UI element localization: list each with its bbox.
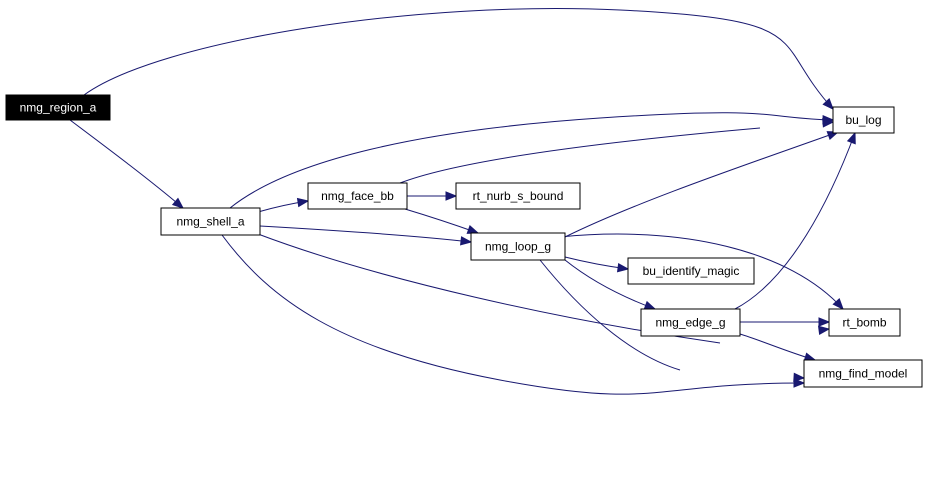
node-nmg-face-bb[interactable]: nmg_face_bb — [307, 182, 408, 210]
arrowhead-icon — [832, 298, 844, 311]
edges-layer — [69, 8, 856, 395]
edge-nmg-edge-g-to-rt-bomb — [740, 317, 831, 327]
arrowhead-icon — [818, 317, 831, 327]
arrowhead-icon — [460, 236, 473, 246]
node-label: nmg_loop_g — [485, 240, 551, 254]
edge-line — [734, 132, 856, 310]
edge-nmg-loop-g-to-nmg-find-model — [539, 259, 806, 383]
arrowhead-icon — [822, 118, 835, 128]
arrowhead-icon — [643, 300, 657, 310]
edge-line — [559, 233, 844, 310]
edge-line — [69, 119, 184, 209]
edge-nmg-edge-g-to-bu-log — [734, 131, 856, 310]
edge-line — [229, 112, 834, 209]
arrowhead-icon — [793, 378, 806, 388]
node-label: nmg_region_a — [20, 101, 97, 115]
edge-nmg-region-a-to-bu-log — [83, 8, 834, 110]
arrowhead-icon — [793, 372, 806, 383]
node-label: bu_log — [845, 113, 881, 127]
node-label: nmg_shell_a — [176, 215, 244, 229]
node-label: nmg_face_bb — [321, 189, 394, 203]
edge-nmg-face-bb-to-nmg-loop-g — [404, 208, 480, 234]
arrowhead-icon — [466, 225, 480, 234]
edge-nmg-shell-a-to-nmg-loop-g — [259, 225, 473, 246]
edge-line — [564, 131, 839, 238]
node-rt-nurb-s-bound[interactable]: rt_nurb_s_bound — [455, 182, 581, 210]
edge-nmg-shell-a-to-nmg-find-model — [221, 234, 806, 395]
edge-nmg-loop-g-to-bu-log — [564, 131, 840, 238]
edge-nmg-face-bb-to-bu-log — [399, 118, 835, 184]
node-label: nmg_edge_g — [655, 316, 725, 330]
arrowhead-icon — [817, 325, 831, 336]
node-nmg-loop-g[interactable]: nmg_loop_g — [470, 232, 566, 261]
arrowhead-icon — [616, 262, 630, 273]
node-nmg-find-model[interactable]: nmg_find_model — [803, 359, 923, 388]
edge-line — [221, 234, 805, 395]
node-rt-bomb[interactable]: rt_bomb — [828, 308, 901, 337]
node-nmg-region-a[interactable]: nmg_region_a — [5, 94, 111, 121]
edge-line — [739, 333, 816, 361]
edge-nmg-edge-g-to-nmg-find-model — [739, 333, 817, 362]
edge-nmg-shell-a-to-nmg-face-bb — [257, 197, 310, 213]
node-label: bu_identify_magic — [643, 264, 740, 278]
arrowhead-icon — [846, 131, 856, 145]
node-bu-log[interactable]: bu_log — [832, 106, 895, 134]
node-nmg-shell-a[interactable]: nmg_shell_a — [160, 207, 261, 236]
node-label: nmg_find_model — [819, 367, 908, 381]
nodes-layer: nmg_region_a bu_log nmg_shell_a nmg_face… — [5, 94, 923, 388]
arrowhead-icon — [296, 197, 310, 208]
arrowhead-icon — [171, 197, 185, 209]
edge-line — [539, 259, 681, 371]
edge-nmg-face-bb-to-rt-nurb-s-bound — [407, 191, 458, 201]
node-label: rt_nurb_s_bound — [473, 189, 564, 203]
edge-line — [399, 127, 761, 184]
edge-line — [404, 208, 479, 234]
arrowhead-icon — [822, 98, 834, 110]
node-label: rt_bomb — [842, 316, 886, 330]
edge-nmg-region-a-to-nmg-shell-a — [69, 119, 185, 209]
edge-line — [259, 225, 472, 243]
edge-nmg-loop-g-to-rt-bomb — [559, 233, 844, 311]
edge-nmg-loop-g-to-bu-identify-magic — [564, 256, 630, 273]
node-nmg-edge-g[interactable]: nmg_edge_g — [640, 308, 741, 337]
edge-line — [564, 259, 656, 310]
arrowhead-icon — [445, 191, 458, 201]
node-bu-identify-magic[interactable]: bu_identify_magic — [627, 257, 755, 285]
edge-line — [83, 8, 834, 110]
